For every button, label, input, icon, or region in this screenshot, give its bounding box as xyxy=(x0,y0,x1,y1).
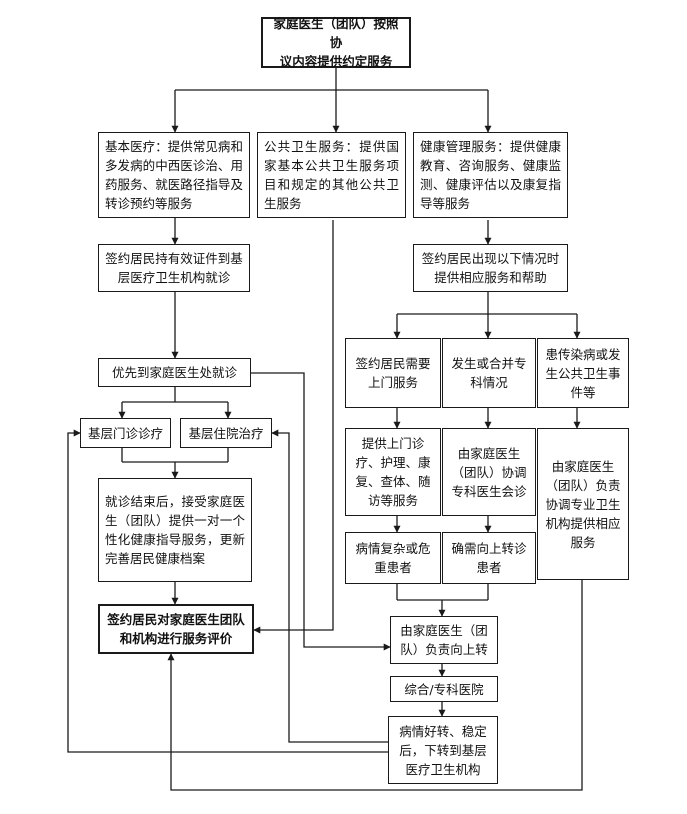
home-need-box: 签约居民需要上门服务 xyxy=(345,338,441,408)
hospital-box: 综合/专科医院 xyxy=(390,676,498,702)
arrow-public-evaluate xyxy=(253,220,334,634)
complication-box: 发生或合并专科情况 xyxy=(442,338,536,408)
arrow-priority-referup xyxy=(251,372,391,651)
situation-box: 签约居民出现以下情况时提供相应服务和帮助 xyxy=(413,244,568,292)
visit-box: 签约居民持有效证件到基层医疗卫生机构就诊 xyxy=(98,244,250,292)
arrow-referdown-inpatient xyxy=(271,429,388,743)
arrow-join-after xyxy=(121,448,229,463)
health-management-box: 健康管理服务：提供健康教育、咨询服务、健康监测、健康评估以及康复指导等服务 xyxy=(413,132,568,218)
refer-down-box: 病情好转、稳定后，下转到基层医疗卫生机构 xyxy=(388,716,498,784)
consult-box: 由家庭医生（团队）协调专科医生会诊 xyxy=(442,428,536,516)
evaluate-box: 签约居民对家庭医生团队和机构进行服务评价 xyxy=(98,604,254,654)
arrow-referdown-outpatient xyxy=(67,429,388,753)
basic-medical-box: 基本医疗：提供常见病和多发病的中西医诊治、用药服务、就医路径指导及转诊预约等服务 xyxy=(98,132,250,218)
epidemic-box: 患传染病或发生公共卫生事件等 xyxy=(537,338,629,408)
refer-need-box: 确需向上转诊患者 xyxy=(442,532,536,584)
outpatient-box: 基层门诊诊疗 xyxy=(80,418,171,448)
epidemic-service-box: 由家庭医生（团队）负责协调专业卫生机构提供相应服务 xyxy=(537,428,629,580)
refer-up-box: 由家庭医生（团队）负责向上转 xyxy=(390,616,498,664)
priority-box: 优先到家庭医生处就诊 xyxy=(98,358,251,387)
arrow-join-referup xyxy=(396,584,489,601)
complex-patient-box: 病情复杂或危重患者 xyxy=(345,532,441,584)
arrow-epidemic-evaluate xyxy=(167,580,583,791)
arrow-priority-split xyxy=(122,387,228,403)
arrow-situation-split xyxy=(397,292,577,315)
inpatient-box: 基层住院治疗 xyxy=(180,418,272,448)
public-health-box: 公共卫生服务：提供国家基本公共卫生服务项目和规定的其他公共卫生服务 xyxy=(257,132,406,218)
after-visit-box: 就诊结束后，接受家庭医生（团队）提供一对一个性化健康指导服务，更新完善居民健康档… xyxy=(98,478,252,582)
top-service-box: 家庭医生（团队）按照协 议内容提供约定服务 xyxy=(261,16,411,69)
home-service-box: 提供上门诊疗、护理、康复、查体、随访等服务 xyxy=(345,428,441,516)
arrow-top-split xyxy=(175,68,488,91)
